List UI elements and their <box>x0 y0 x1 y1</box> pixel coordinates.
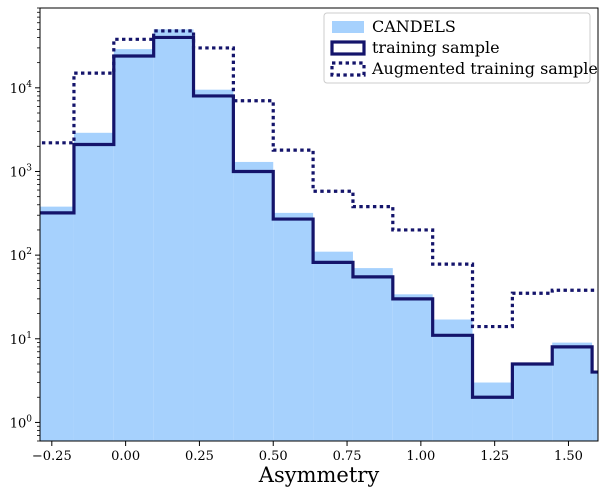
x-tick-label: 0.50 <box>259 449 288 464</box>
candels-bar <box>392 294 433 441</box>
x-tick-label: −0.25 <box>32 449 72 464</box>
legend-label-candels: CANDELS <box>372 17 456 36</box>
candels-bar <box>153 29 194 441</box>
y-tick-label: 102 <box>10 247 32 264</box>
training-sample-step-line <box>40 35 598 399</box>
x-tick-label: 1.25 <box>480 449 509 464</box>
candels-bar <box>40 206 74 441</box>
x-axis: −0.25 0.00 0.25 0.50 0.75 1.00 1.25 1.50 <box>32 441 583 464</box>
candels-bar <box>432 319 473 441</box>
y-axis: 100 101 102 103 104 <box>10 7 40 442</box>
candels-bar <box>233 161 274 441</box>
legend-swatch-augmented-training-sample <box>330 61 366 77</box>
legend-label-augmented-training-sample: Augmented training sample <box>371 59 598 78</box>
y-tick-label: 101 <box>10 331 32 348</box>
candels-bar <box>113 49 154 441</box>
x-tick-label: 1.50 <box>554 449 583 464</box>
x-tick-label: 0.25 <box>185 449 214 464</box>
y-tick-label: 104 <box>10 80 33 97</box>
plot-frame <box>39 7 599 442</box>
legend-box <box>323 12 591 84</box>
candels-bar <box>193 89 234 441</box>
x-tick-label: 0.00 <box>111 449 140 464</box>
candels-bar <box>73 132 114 441</box>
legend-swatch-training-sample <box>330 40 366 56</box>
candels-bar <box>313 251 353 441</box>
augmented-training-sample-step-line <box>40 29 598 329</box>
candels-bar <box>512 363 553 441</box>
x-axis-title: Asymmetry <box>258 463 380 487</box>
candels-bar <box>472 382 513 441</box>
candels-bar <box>273 212 314 441</box>
y-tick-label: 100 <box>10 414 33 431</box>
x-tick-label: 1.00 <box>406 449 435 464</box>
candels-bar <box>552 342 593 441</box>
y-tick-label: 103 <box>10 163 33 180</box>
candels-bar <box>592 372 598 441</box>
x-tick-label: 0.75 <box>333 449 362 464</box>
series-layer <box>40 29 598 441</box>
legend-swatch-candels <box>332 21 364 33</box>
legend-label-training-sample: training sample <box>372 38 500 57</box>
candels-bar <box>352 268 393 441</box>
